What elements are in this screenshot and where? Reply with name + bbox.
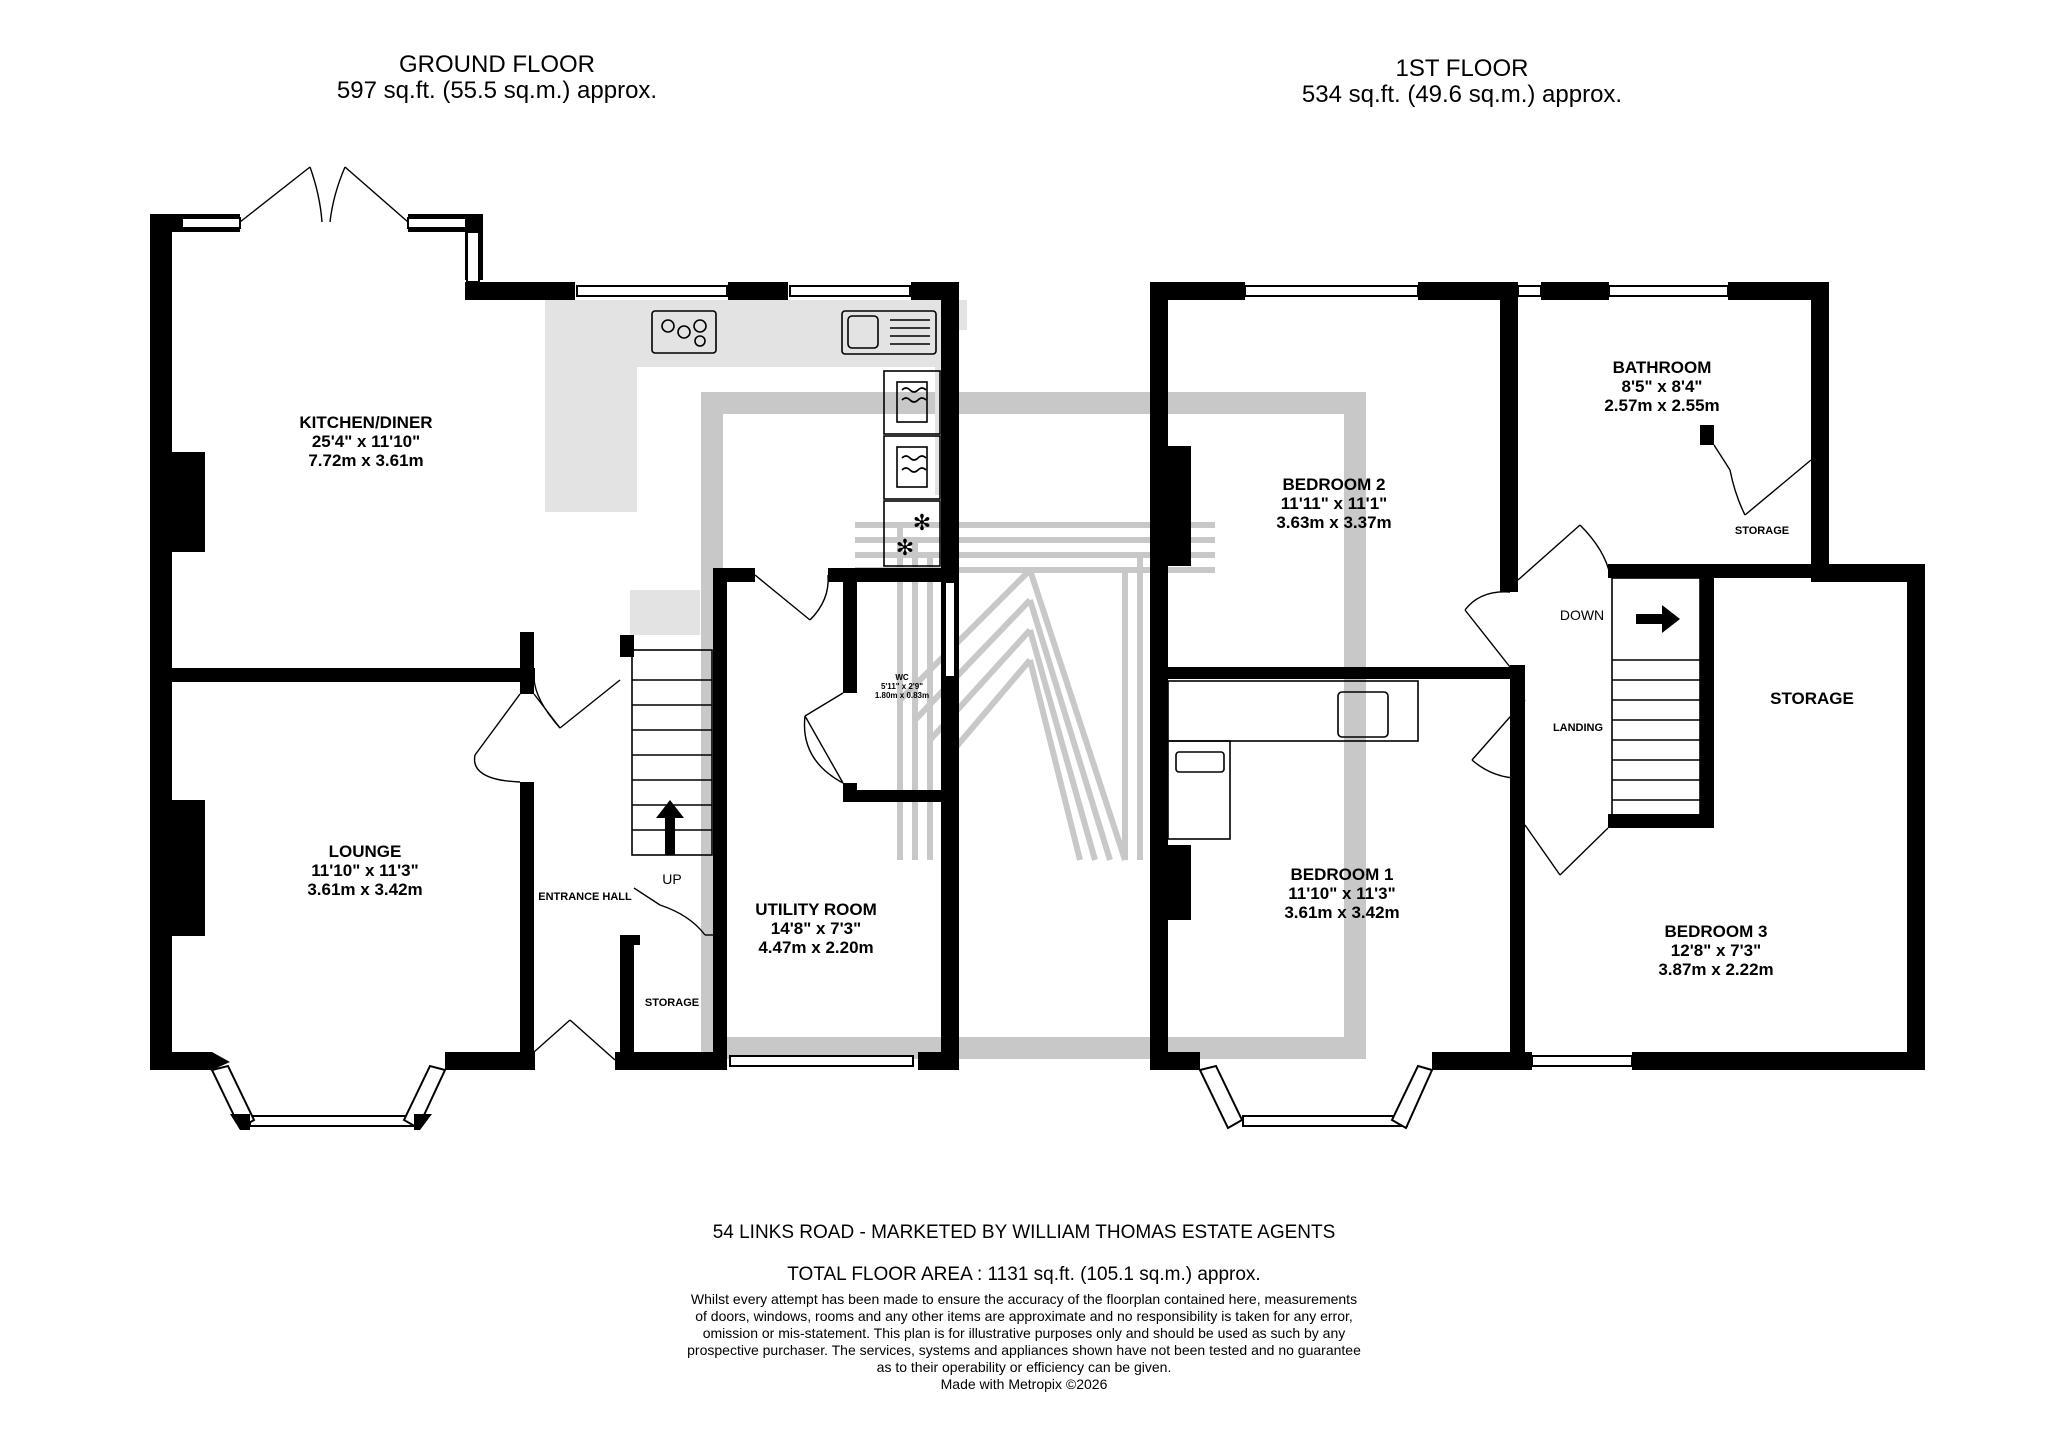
metropix-credit: Made with Metropix ©2026 [941,1376,1108,1392]
utility-imperial: 14'8" x 7'3" [771,919,861,938]
french-doors [239,166,409,223]
bedroom3-name: BEDROOM 3 [1665,922,1768,941]
utility-metric: 4.47m x 2.20m [758,938,873,957]
lounge-imperial: 11'10" x 11'3" [311,861,418,880]
disclaimer-line: omission or mis-statement. This plan is … [703,1325,1346,1341]
first-floor-title: 1ST FLOOR [1396,55,1529,82]
bathroom-imperial: 8'5" x 8'4" [1622,377,1703,396]
lounge-metric: 3.61m x 3.42m [307,880,422,899]
bathroom-storage-label: STORAGE [1735,525,1789,537]
kitchen-worktop [545,300,957,512]
bedroom1-name: BEDROOM 1 [1291,865,1394,884]
bathroom-name: BATHROOM [1613,358,1712,377]
footer: 54 LINKS ROAD - MARKETED BY WILLIAM THOM… [687,1222,1361,1392]
wc-metric: 1.80m x 0.83m [875,691,929,700]
ground-storage-label: STORAGE [645,997,699,1009]
svg-text:✻: ✻ [896,535,914,560]
disclaimer-line: as to their operability or efficiency ca… [877,1359,1172,1375]
ground-floor-plan: ✻ ✻ KITCHEN/DINER 25'4" x 11'10" 7.72m x… [150,166,967,1130]
ground-floor-area: 597 sq.ft. (55.5 sq.m.) approx. [337,77,657,104]
marketed-by: 54 LINKS ROAD - MARKETED BY WILLIAM THOM… [713,1222,1336,1243]
lounge-name: LOUNGE [329,842,402,861]
total-floor-area: TOTAL FLOOR AREA : 1131 sq.ft. (105.1 sq… [787,1264,1260,1285]
kitchen-name: KITCHEN/DINER [299,413,432,432]
ground-stairs [620,635,713,856]
bedroom1-imperial: 11'10" x 11'3" [1288,884,1395,903]
first-floor-plan: BEDROOM 2 11'11" x 11'1" 3.63m x 3.37m B… [1150,282,1925,1130]
bedroom2-name: BEDROOM 2 [1283,475,1386,494]
appliances: ✻ ✻ [883,370,941,567]
first-floor-area: 534 sq.ft. (49.6 sq.m.) approx. [1302,81,1622,108]
ground-doors [473,574,844,1061]
hob-icon [651,310,717,354]
bedroom2-imperial: 11'11" x 11'1" [1281,494,1387,513]
entrance-hall-label: ENTRANCE HALL [538,891,632,903]
bathroom-metric: 2.57m x 2.55m [1604,396,1719,415]
kitchen-metric: 7.72m x 3.61m [308,451,423,470]
ground-windows [150,217,956,1130]
sink-icon [841,310,937,355]
bedroom3-metric: 3.87m x 2.22m [1658,960,1773,979]
ground-floor-title: GROUND FLOOR [399,51,595,78]
bedroom1-metric: 3.61m x 3.42m [1284,903,1399,922]
disclaimer-line: prospective purchaser. The services, sys… [687,1342,1361,1358]
stairs-down-label: DOWN [1560,607,1604,623]
bedroom3-imperial: 12'8" x 7'3" [1671,941,1761,960]
wc-name: WC [895,673,909,682]
first-floor-windows [1198,285,1729,1130]
bedroom1-furniture [1167,680,1419,840]
kitchen-imperial: 25'4" x 11'10" [312,432,420,451]
first-floor-stairs [1611,577,1701,817]
first-floor-doors [1464,444,1812,876]
stairs-up-label: UP [662,871,681,887]
landing-label: LANDING [1553,722,1603,734]
landing-storage-label: STORAGE [1770,689,1854,708]
utility-name: UTILITY ROOM [755,900,877,919]
disclaimer-line: of doors, windows, rooms and any other i… [695,1308,1353,1324]
freezer-icon: ✻ [913,510,931,535]
bedroom2-metric: 3.63m x 3.37m [1276,513,1391,532]
disclaimer-line: Whilst every attempt has been made to en… [691,1291,1357,1307]
wc-imperial: 5'11" x 2'9" [881,682,923,691]
